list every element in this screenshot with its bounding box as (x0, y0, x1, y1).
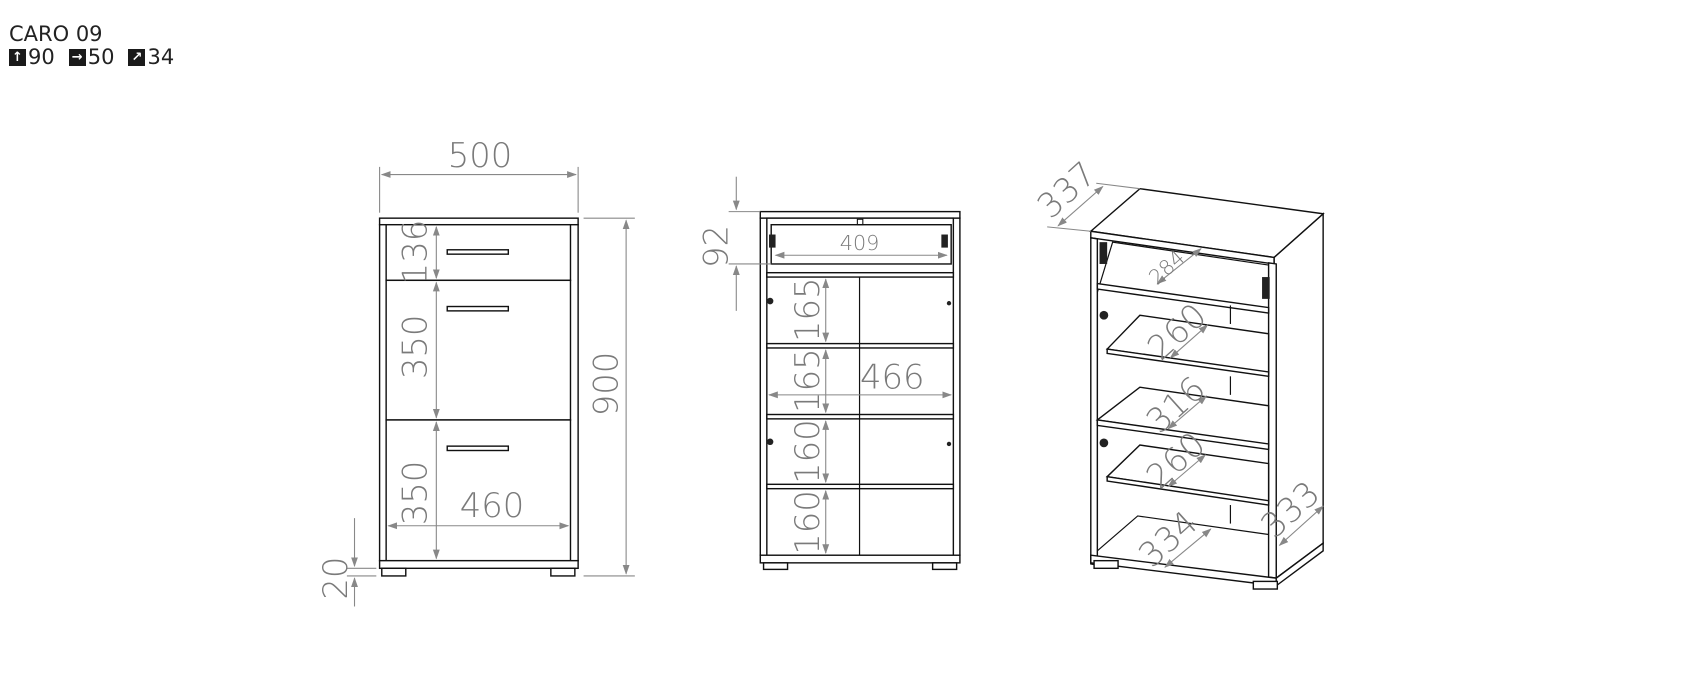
handle (446, 249, 510, 255)
dim-door-bottom: 350 (396, 461, 435, 526)
dim-top-gap: 92 (697, 225, 736, 268)
dim-height: 900 (586, 352, 625, 417)
arrow-up-icon: ↑ (9, 49, 26, 66)
dim-drawer-width: 409 (840, 231, 880, 255)
product-title: CARO 09 (9, 22, 103, 46)
handle (446, 305, 510, 312)
dim-width: 500 (448, 136, 513, 175)
depth-dimension: ↗34 (128, 46, 174, 69)
handle (446, 445, 510, 452)
width-dimension: →50 (68, 46, 114, 69)
product-dimensions: ↑90 →50 ↗34 (9, 46, 174, 69)
dim-door-top: 350 (396, 315, 435, 380)
open-view: 92 409 165 165 466 160 160 (697, 176, 961, 571)
arrow-right-icon: → (68, 49, 86, 66)
iso-view: 337 284 260 316 260 334 333 (1030, 154, 1327, 590)
product-header: CARO 09 ↑90 →50 ↗34 (9, 23, 174, 69)
arrow-diagonal-icon: ↗ (128, 49, 146, 66)
dim-shelf-3: 160 (788, 419, 827, 484)
dim-inner-width: 460 (460, 486, 525, 525)
height-dimension: ↑90 (9, 46, 55, 69)
dim-shelf-4: 160 (788, 490, 827, 555)
dim-inner-width: 466 (860, 357, 925, 396)
front-view: 500 900 20 136 350 350 460 (316, 136, 635, 607)
dim-shelf-1: 165 (788, 278, 827, 343)
dim-drawer: 136 (396, 220, 435, 285)
dim-shelf-2: 165 (788, 348, 827, 413)
dim-feet: 20 (316, 557, 355, 600)
dim-top-depth: 337 (1030, 154, 1104, 226)
